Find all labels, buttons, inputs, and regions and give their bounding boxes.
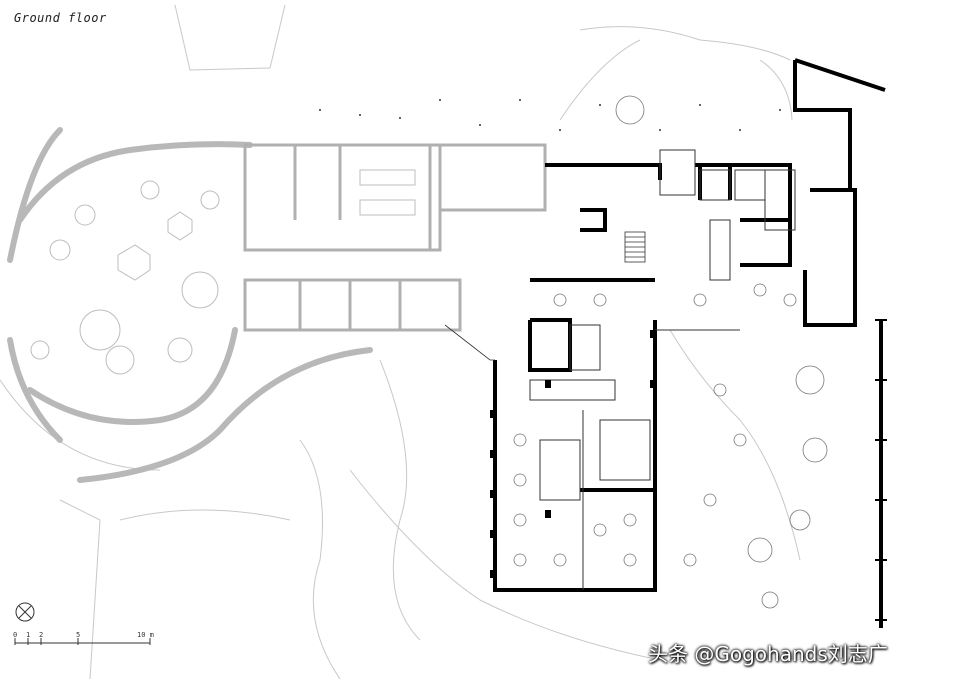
scale-label-0: 0 — [13, 631, 18, 639]
new-building-thin — [529, 149, 796, 590]
watermark: 头条 @Gogohands刘志广 — [648, 642, 888, 666]
plan-title: Ground floor — [14, 11, 107, 25]
columns — [490, 330, 656, 578]
scale-bar — [14, 638, 151, 645]
site-landscape — [0, 4, 801, 679]
existing-rooms — [243, 143, 547, 332]
scale-label-2: 2 — [39, 631, 44, 639]
scale-label-10m: 10 m — [137, 631, 154, 639]
furniture — [513, 95, 828, 609]
stairs — [444, 231, 646, 361]
canopy-dots — [319, 99, 781, 131]
pergola-ticks — [875, 319, 887, 621]
scale-label-1: 1 — [26, 631, 31, 639]
north-arrow-icon — [15, 602, 35, 622]
existing-furniture — [30, 169, 416, 375]
new-building-walls — [493, 58, 886, 592]
scale-label-5: 5 — [76, 631, 81, 639]
existing-building — [7, 127, 373, 483]
